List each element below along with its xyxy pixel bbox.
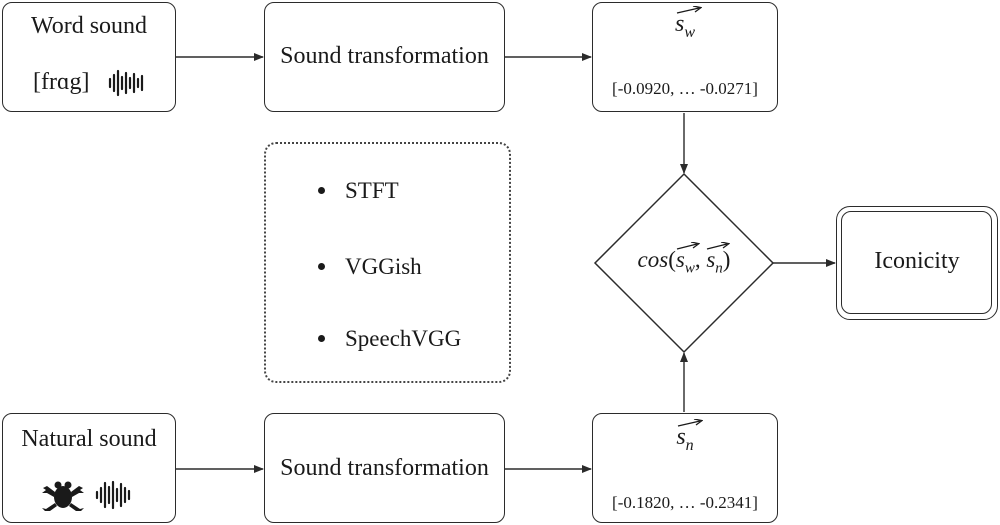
natural-sound-node: Natural sound [2, 413, 176, 523]
bullet-icon [318, 335, 325, 343]
word-sound-ipa: [frɑg] [33, 69, 90, 95]
sound-transformation-bottom-label: Sound transformation [280, 455, 489, 481]
waveform-icon [108, 69, 144, 97]
vector-s-n-node: sn [-0.1820, … -0.2341] [592, 413, 778, 523]
iconicity-label: Iconicity [874, 248, 960, 274]
iconicity-inner-border [841, 211, 992, 314]
method-item-speechvgg: SpeechVGG [318, 326, 461, 352]
vector-s-n-values: [-0.1820, … -0.2341] [612, 493, 758, 512]
bullet-icon [318, 187, 325, 195]
word-sound-node: Word sound [frɑg] [2, 2, 176, 112]
cosine-diamond [593, 172, 775, 354]
vector-arrow-icon [678, 419, 704, 427]
sound-transformation-top-label: Sound transformation [280, 43, 489, 69]
sound-transformation-bottom: Sound transformation [264, 413, 505, 523]
cosine-similarity-label: cos( sw, sn) [600, 242, 768, 278]
vector-s-w-node: sw [-0.0920, … -0.0271] [592, 2, 778, 112]
vector-arrow-icon [676, 242, 700, 250]
frog-icon [42, 481, 84, 511]
method-item-vggish: VGGish [318, 254, 422, 280]
vector-s-w-symbol: sw [593, 6, 777, 42]
methods-group [264, 142, 511, 383]
bullet-icon [318, 263, 325, 271]
vector-arrow-icon [676, 6, 702, 14]
waveform-icon [95, 480, 131, 510]
iconicity-node: Iconicity [836, 206, 998, 320]
method-item-stft: STFT [318, 178, 399, 204]
sound-transformation-top: Sound transformation [264, 2, 505, 112]
vector-s-w-values: [-0.0920, … -0.0271] [612, 79, 758, 98]
vector-s-n-symbol: sn [593, 419, 777, 455]
word-sound-label: Word sound [30, 13, 148, 39]
natural-sound-label: Natural sound [21, 426, 157, 452]
vector-arrow-icon [707, 242, 731, 250]
